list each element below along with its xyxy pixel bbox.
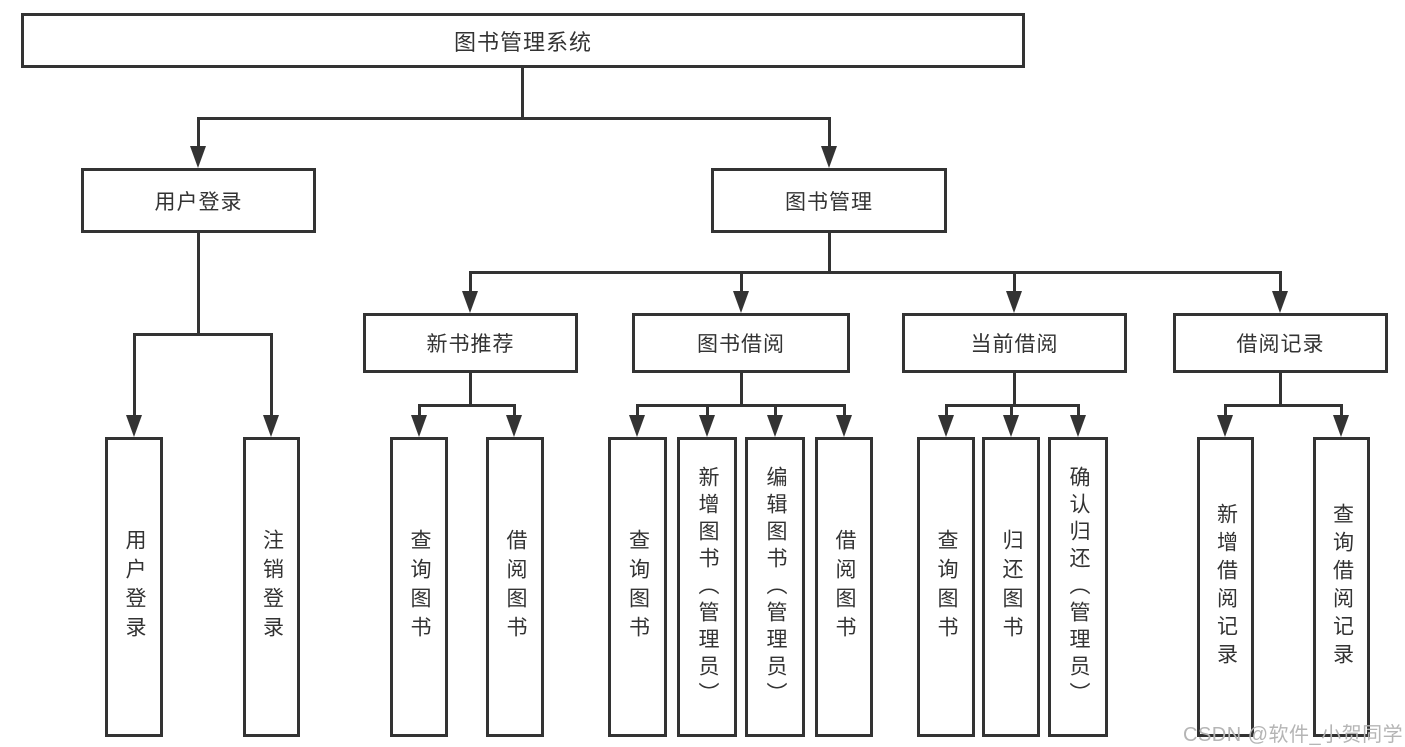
edge-bookmgmt-stem	[828, 233, 831, 273]
arrow-down-icon	[767, 415, 783, 437]
edge-stem	[1224, 405, 1227, 417]
edge-stem	[418, 405, 421, 417]
edge-stem	[945, 405, 948, 417]
arrow-down-icon	[1333, 415, 1349, 437]
node-borrow-records: 借阅记录	[1173, 313, 1388, 373]
arrow-down-icon	[263, 415, 279, 437]
edge-stem	[843, 405, 846, 417]
edge-stem	[469, 273, 472, 295]
edge-stem	[828, 119, 831, 149]
leaf-borrow-books: 借阅图书	[486, 437, 544, 737]
edge-stem	[513, 405, 516, 417]
leaf-query-borrow-record: 查询借阅记录	[1313, 437, 1370, 737]
leaf-edit-books-admin: 编辑图书（管理员）	[745, 437, 805, 737]
arrow-down-icon	[821, 146, 837, 168]
edge-level1-rail	[197, 117, 831, 120]
node-current-borrow: 当前借阅	[902, 313, 1127, 373]
edge-stem	[1013, 373, 1016, 406]
leaf-return-books: 归还图书	[982, 437, 1040, 737]
node-new-book-recommend: 新书推荐	[363, 313, 578, 373]
arrow-down-icon	[938, 415, 954, 437]
leaf-query-books: 查询图书	[608, 437, 667, 737]
leaf-query-books: 查询图书	[390, 437, 448, 737]
edge-stem	[706, 405, 709, 417]
arrow-down-icon	[1070, 415, 1086, 437]
leaf-query-books: 查询图书	[917, 437, 975, 737]
arrow-down-icon	[506, 415, 522, 437]
leaf-logout: 注销登录	[243, 437, 300, 737]
edge-userlogin-rail	[133, 333, 273, 336]
edge-stem	[1279, 273, 1282, 295]
leaf-add-borrow-record: 新增借阅记录	[1197, 437, 1254, 737]
edge-stem	[270, 335, 273, 417]
leaf-user-login: 用户登录	[105, 437, 163, 737]
edge-stem	[636, 405, 639, 417]
node-book-borrow: 图书借阅	[632, 313, 850, 373]
edge-stem	[197, 119, 200, 149]
node-user-login-branch: 用户登录	[81, 168, 316, 233]
edge-stem	[740, 273, 743, 295]
edge-rail	[636, 404, 846, 407]
edge-rail	[1224, 404, 1343, 407]
edge-bookmgmt-rail	[469, 271, 1282, 274]
edge-root-stem	[521, 68, 524, 119]
edge-stem	[469, 373, 472, 406]
arrow-down-icon	[1003, 415, 1019, 437]
edge-stem	[740, 373, 743, 406]
leaf-confirm-return-admin: 确认归还（管理员）	[1048, 437, 1108, 737]
arrow-down-icon	[629, 415, 645, 437]
edge-stem	[133, 335, 136, 417]
node-book-management: 图书管理	[711, 168, 947, 233]
edge-stem	[1077, 405, 1080, 417]
edge-stem	[1013, 273, 1016, 295]
edge-userlogin-stem	[197, 233, 200, 335]
edge-stem	[1340, 405, 1343, 417]
edge-stem	[1010, 405, 1013, 417]
arrow-down-icon	[1217, 415, 1233, 437]
edge-stem	[1279, 373, 1282, 406]
leaf-borrow-books: 借阅图书	[815, 437, 873, 737]
arrow-down-icon	[1006, 291, 1022, 313]
arrow-down-icon	[733, 291, 749, 313]
edge-stem	[774, 405, 777, 417]
node-root: 图书管理系统	[21, 13, 1025, 68]
arrow-down-icon	[190, 146, 206, 168]
arrow-down-icon	[699, 415, 715, 437]
arrow-down-icon	[462, 291, 478, 313]
arrow-down-icon	[1272, 291, 1288, 313]
arrow-down-icon	[126, 415, 142, 437]
leaf-add-books-admin: 新增图书（管理员）	[677, 437, 737, 737]
csdn-watermark: CSDN @软件_小贺同学	[1183, 724, 1404, 746]
arrow-down-icon	[836, 415, 852, 437]
edge-rail	[418, 404, 516, 407]
arrow-down-icon	[411, 415, 427, 437]
